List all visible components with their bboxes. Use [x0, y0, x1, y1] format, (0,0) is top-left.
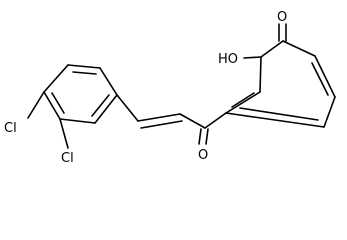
- bond: [323, 96, 336, 128]
- bond: [225, 91, 261, 114]
- vinyl-double-bond: [140, 120, 183, 129]
- chlorine-bond-lower: [59, 118, 69, 149]
- bond: [99, 67, 118, 96]
- ring-double-bond: [311, 62, 329, 96]
- bond: [43, 64, 69, 93]
- bond: [116, 94, 139, 122]
- aromatic-double-bond: [91, 94, 110, 117]
- ring-oxygen-label: O: [277, 10, 287, 25]
- bond: [67, 64, 101, 69]
- bond: [204, 112, 227, 129]
- bond: [259, 56, 262, 93]
- carbonyl-double-bond: [205, 128, 209, 145]
- chlorine-bond-upper: [27, 91, 45, 119]
- ring-double-bond: [231, 92, 255, 108]
- vinyl-double-bond: [137, 113, 181, 122]
- chlorine-label-upper: Cl: [4, 121, 17, 136]
- carbonyl-double-bond: [198, 128, 202, 145]
- propenone-chain: [116, 94, 227, 145]
- chain-oxygen-label: O: [198, 148, 208, 163]
- tropolone-ring: [225, 40, 336, 128]
- dichlorophenyl-ring: [43, 64, 118, 124]
- chemical-structure-diagram: O HO O Cl Cl: [4, 10, 336, 166]
- bond: [179, 113, 206, 129]
- chlorine-label-lower: Cl: [61, 151, 74, 166]
- hydroxyl-bond: [243, 56, 262, 59]
- bond: [43, 91, 61, 120]
- bond: [282, 40, 316, 57]
- bond: [314, 55, 336, 98]
- aromatic-double-bond: [72, 71, 97, 75]
- bond: [225, 112, 325, 128]
- aromatic-double-bond: [51, 92, 65, 114]
- bond: [260, 40, 284, 58]
- ring-double-bond: [239, 107, 319, 121]
- bond: [94, 94, 118, 124]
- hydroxyl-label: HO: [218, 52, 238, 67]
- bond: [59, 118, 96, 124]
